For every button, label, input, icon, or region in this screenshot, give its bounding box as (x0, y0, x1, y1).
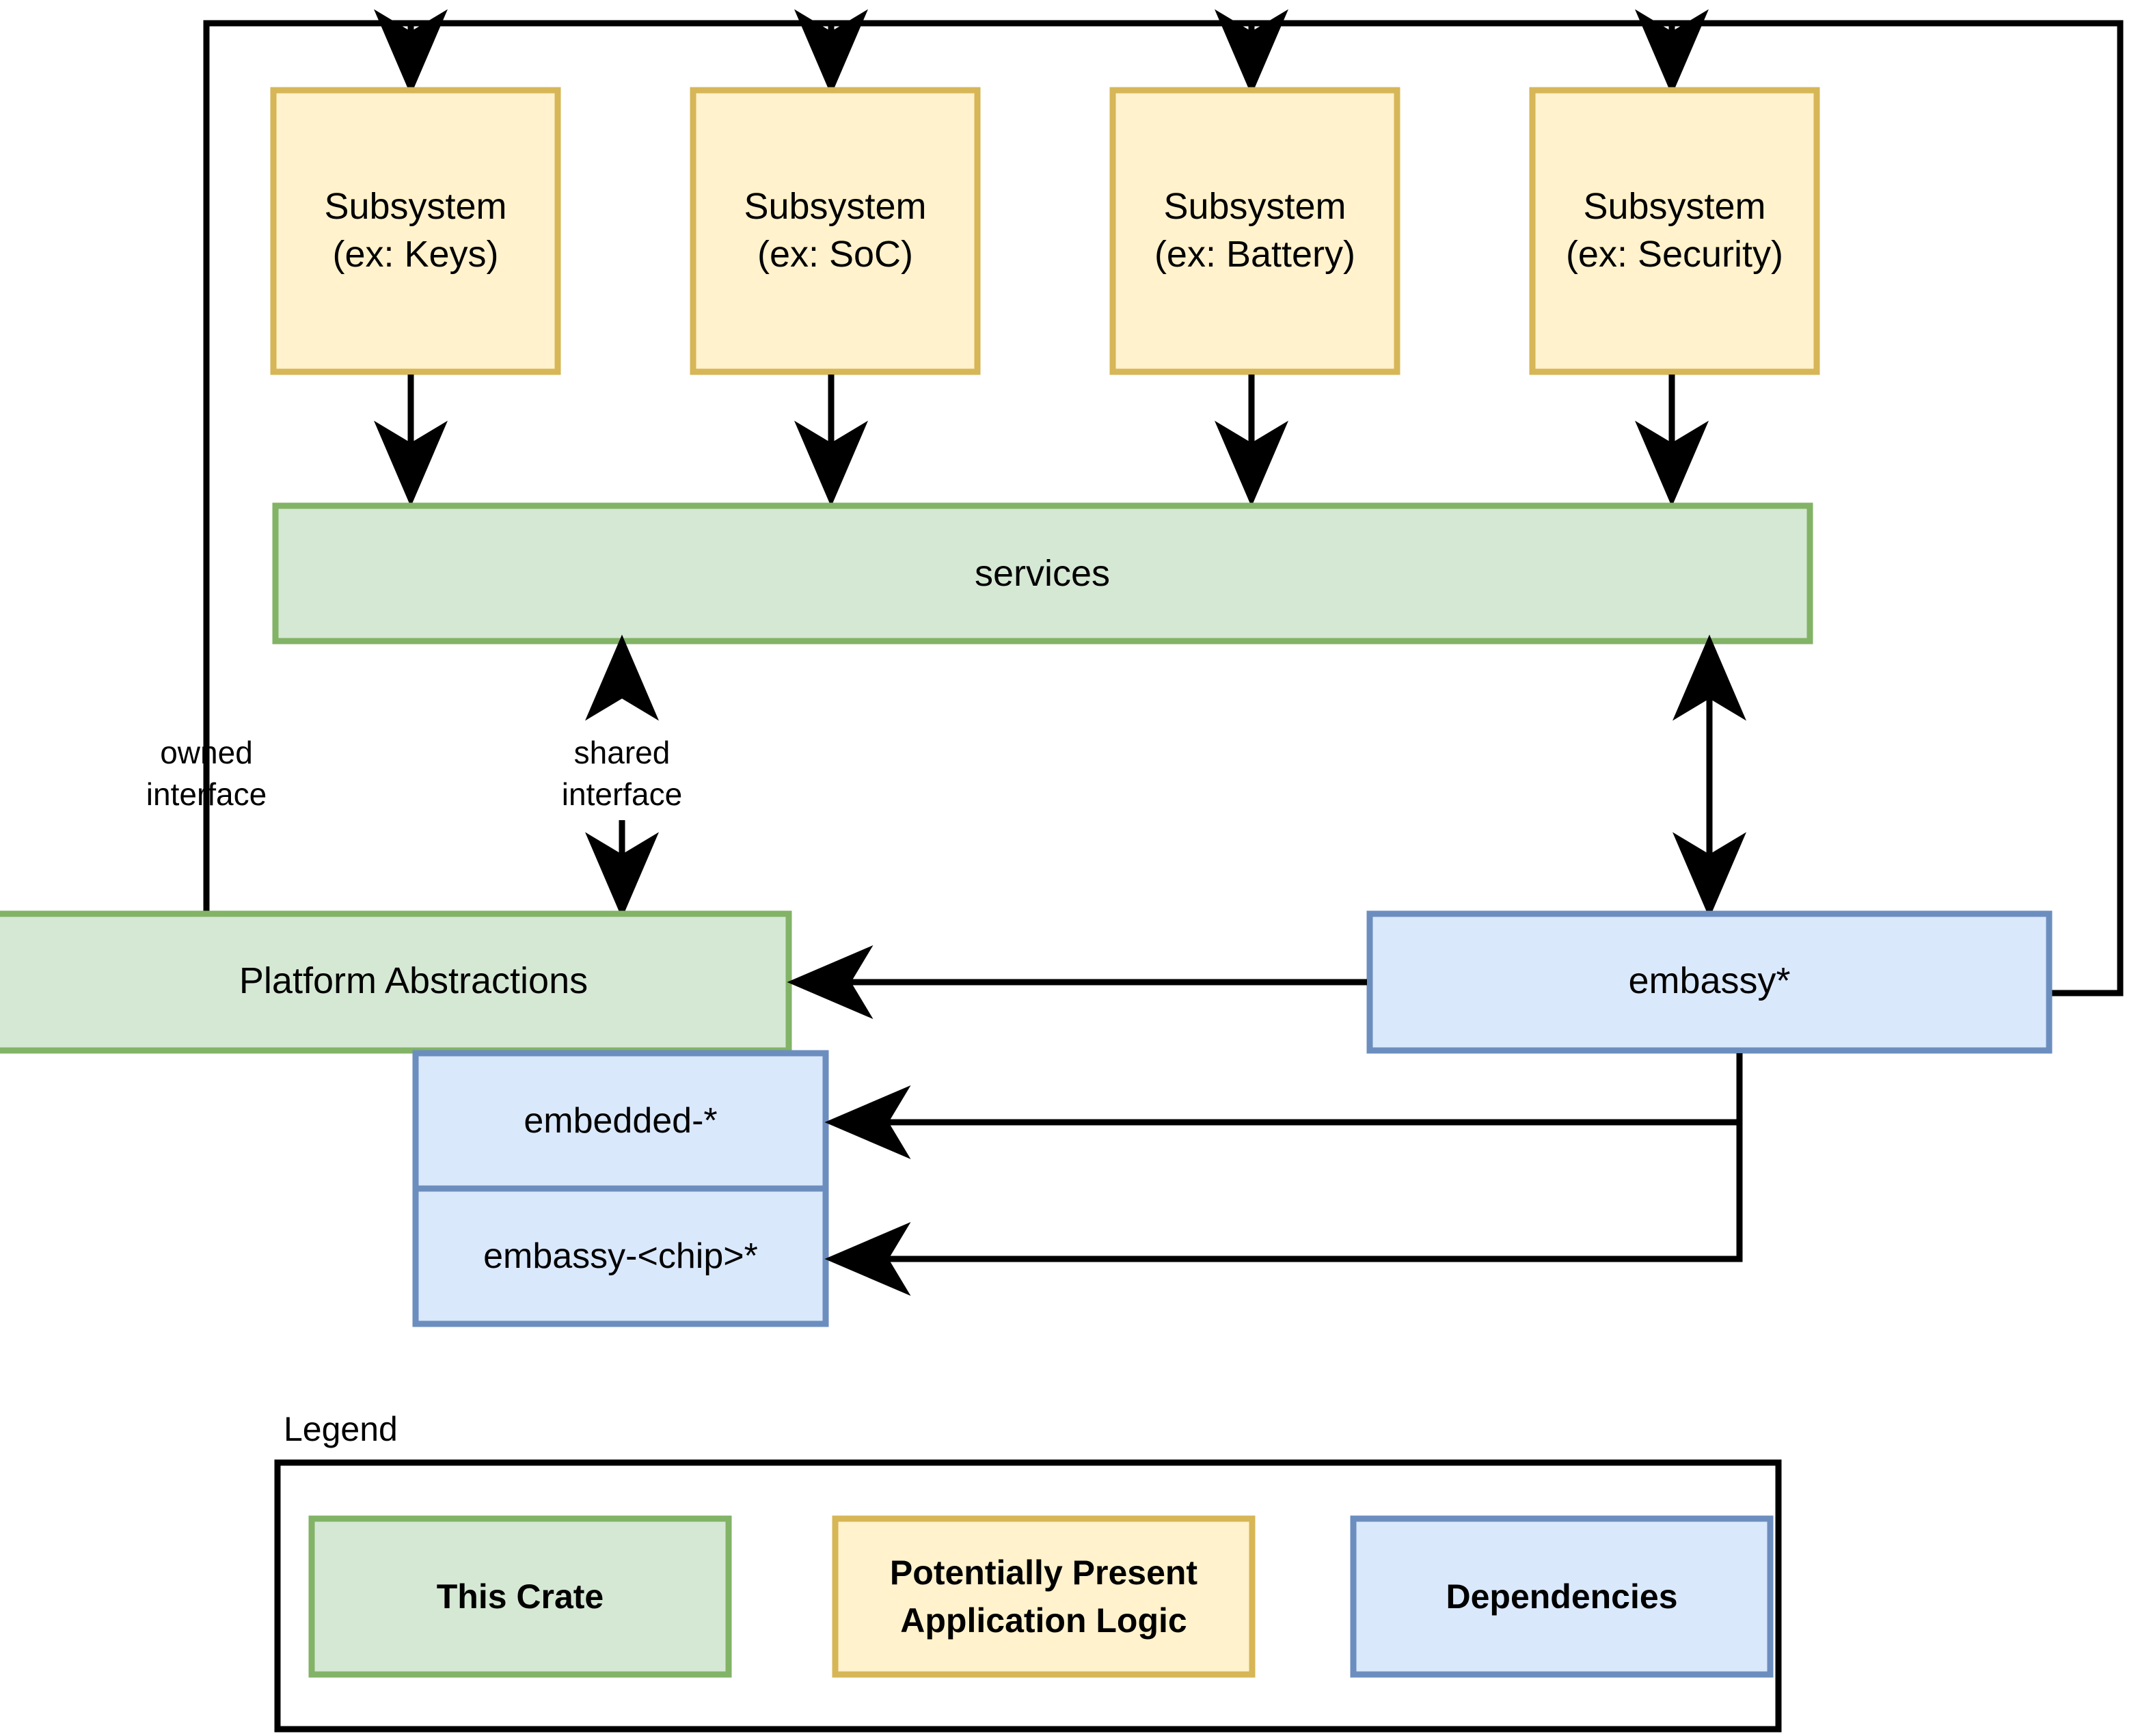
embassy-to-subsystems-bus (203, 20, 2124, 996)
legend-item-dependencies-label: Dependencies (1446, 1577, 1677, 1616)
legend-item-this-crate[interactable]: This Crate (308, 1515, 732, 1678)
legend: Legend This Crate Potentially Present Ap… (274, 1410, 1782, 1733)
embassy-chip-label: embassy-<chip>* (483, 1236, 758, 1276)
subsystem-keys-box[interactable]: Subsystem (ex: Keys) (270, 87, 561, 375)
legend-item-application-logic-label-line2: Application Logic (900, 1601, 1187, 1640)
legend-title: Legend (284, 1410, 398, 1448)
legend-item-application-logic-label-line1: Potentially Present (890, 1554, 1197, 1592)
subsystem-keys-label-line1: Subsystem (324, 186, 506, 227)
platform-abstractions-box[interactable]: Platform Abstractions (0, 910, 792, 1054)
subsystem-soc-label-line2: (ex: SoC) (757, 234, 913, 275)
legend-item-dependencies[interactable]: Dependencies (1350, 1515, 1774, 1678)
legend-item-application-logic[interactable]: Potentially Present Application Logic (832, 1515, 1256, 1678)
legend-item-this-crate-label: This Crate (437, 1577, 604, 1616)
owned-interface-label-line1: owned (160, 735, 253, 770)
subsystem-battery-label-line2: (ex: Battery) (1154, 234, 1355, 275)
embassy-chip-box[interactable]: embassy-<chip>* (412, 1185, 829, 1327)
subsystem-security-label-line1: Subsystem (1583, 186, 1765, 227)
subsystem-battery-label-line1: Subsystem (1163, 186, 1346, 227)
subsystem-battery-box[interactable]: Subsystem (ex: Battery) (1109, 87, 1400, 375)
subsystem-soc-label-line1: Subsystem (744, 186, 926, 227)
subsystem-keys-label-line2: (ex: Keys) (332, 234, 498, 275)
owned-interface-edge: owned interface (146, 735, 267, 812)
embassy-label: embassy* (1628, 960, 1790, 1001)
embedded-label: embedded-* (524, 1101, 717, 1141)
embedded-box[interactable]: embedded-* (412, 1050, 829, 1192)
embassy-to-embassy-chip-arrow (824, 1053, 1743, 1296)
services-label: services (975, 553, 1110, 594)
owned-interface-label-line2: interface (146, 776, 267, 812)
subsystem-security-label-line2: (ex: Security) (1566, 234, 1783, 275)
shared-interface-edge: shared interface (562, 634, 682, 919)
shared-interface-label-line1: shared (574, 735, 671, 770)
subsystem-soc-box[interactable]: Subsystem (ex: SoC) (690, 87, 981, 375)
subsystem-to-services-arrows (374, 375, 1709, 507)
subsystem-security-box[interactable]: Subsystem (ex: Security) (1529, 87, 1820, 375)
legend-frame (274, 1459, 1782, 1733)
shared-interface-label-line2: interface (562, 776, 682, 812)
services-box[interactable]: services (272, 502, 1813, 645)
embassy-box[interactable]: embassy* (1366, 910, 2053, 1054)
embassy-to-embedded-arrow (824, 1053, 1743, 1159)
bus-to-subsystem-arrows (374, 9, 1709, 96)
platform-abstractions-label: Platform Abstractions (239, 960, 588, 1001)
